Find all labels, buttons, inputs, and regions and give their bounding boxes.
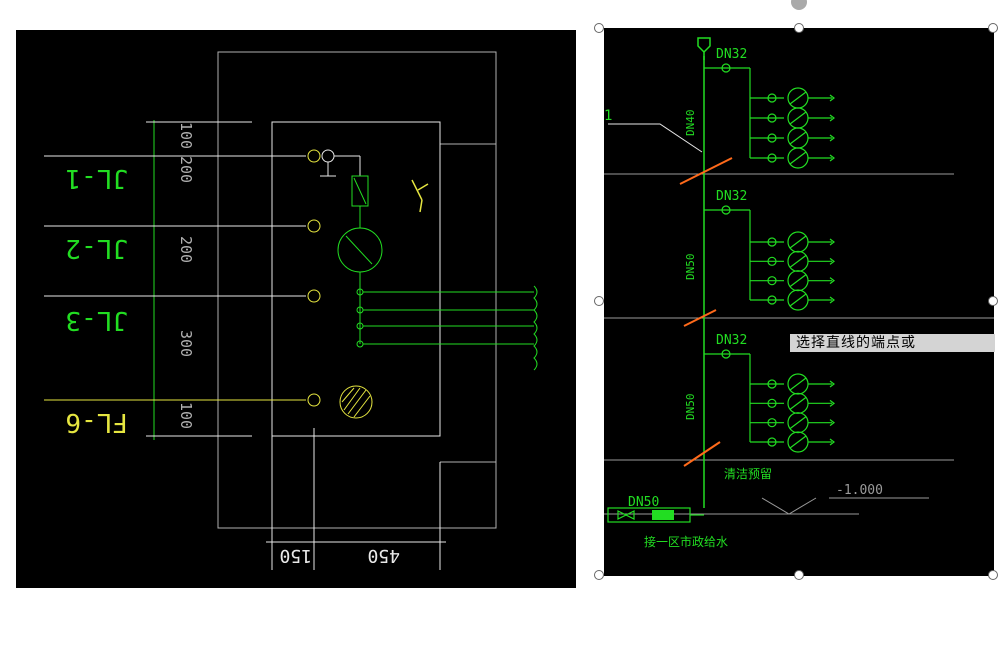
valve-icon xyxy=(767,93,777,103)
valve-icon xyxy=(721,63,731,73)
resize-handle-icon[interactable] xyxy=(594,296,604,306)
dim-text: 450 xyxy=(367,545,400,566)
pipe-size-label: DN32 xyxy=(716,189,747,204)
dim-text: 300 xyxy=(177,330,195,357)
resize-handle-icon[interactable] xyxy=(794,570,804,580)
dim-text: 200 xyxy=(177,156,195,183)
dim-text: 200 xyxy=(177,236,195,263)
pipe-size-label: DN32 xyxy=(716,333,747,348)
meter-fill xyxy=(652,510,674,520)
riser-diagram: 1 DN32 DN32 DN32 DN50 DN40 DN50 DN50 清洁预… xyxy=(604,37,994,549)
mains-label: 接一区市政给水 xyxy=(644,534,728,549)
pipe-size-label: DN32 xyxy=(716,47,747,62)
command-prompt[interactable]: 选择直线的端点或 xyxy=(790,334,995,352)
resize-handle-icon[interactable] xyxy=(594,570,604,580)
resize-handle-icon[interactable] xyxy=(988,23,998,33)
valve-icon xyxy=(767,113,777,123)
riser-size-label: DN50 xyxy=(684,254,697,281)
resize-handle-icon[interactable] xyxy=(988,296,998,306)
valve-icon xyxy=(767,437,777,447)
reserve-label: 清洁预留 xyxy=(724,467,772,481)
valve-icon xyxy=(721,349,731,359)
riser-label: JL-2 xyxy=(65,233,128,263)
cad-drawing-right[interactable]: 1 DN32 DN32 DN32 DN50 DN40 DN50 DN50 清洁预… xyxy=(604,28,994,576)
outer-box xyxy=(217,51,497,529)
riser-size-label: DN50 xyxy=(684,394,697,421)
valve-icon xyxy=(767,418,777,428)
water-meter-icon xyxy=(337,227,383,273)
resize-handle-icon[interactable] xyxy=(794,23,804,33)
valve-icon xyxy=(767,295,777,305)
riser-label: JL-1 xyxy=(65,163,128,193)
vent-cap-icon xyxy=(697,37,711,54)
dim-text: 100 xyxy=(177,122,195,149)
floor-drain-icon xyxy=(339,385,373,419)
elevation-label: -1.000 xyxy=(836,483,883,498)
pipe-size-label: DN50 xyxy=(628,495,659,510)
resize-handle-icon[interactable] xyxy=(988,570,998,580)
inlet-valve-icon xyxy=(607,507,704,523)
callout-label: 1 xyxy=(604,108,612,124)
riser-label: FL-6 xyxy=(65,407,128,437)
valve-icon xyxy=(767,133,777,143)
cad-drawing-left: 100 200 200 300 100 JL-1 JL-2 JL-3 FL-6 xyxy=(16,30,576,588)
riser-label: JL-3 xyxy=(65,305,128,335)
valve-icon xyxy=(767,398,777,408)
rotate-handle-icon[interactable] xyxy=(791,0,807,10)
valve-icon xyxy=(767,256,777,266)
valve-icon xyxy=(767,276,777,286)
valve-icon xyxy=(767,153,777,163)
inner-box xyxy=(271,121,441,437)
dim-text: 150 xyxy=(279,545,312,566)
riser-size-label: DN40 xyxy=(684,110,697,137)
meter-box-plan: 100 200 200 300 100 JL-1 JL-2 JL-3 FL-6 xyxy=(44,51,538,570)
valve-icon xyxy=(721,205,731,215)
north-arrow-icon xyxy=(411,179,429,213)
valve-icon xyxy=(767,379,777,389)
valve-icon xyxy=(767,237,777,247)
dim-text: 100 xyxy=(177,402,195,429)
resize-handle-icon[interactable] xyxy=(594,23,604,33)
valve-icon xyxy=(321,149,335,163)
